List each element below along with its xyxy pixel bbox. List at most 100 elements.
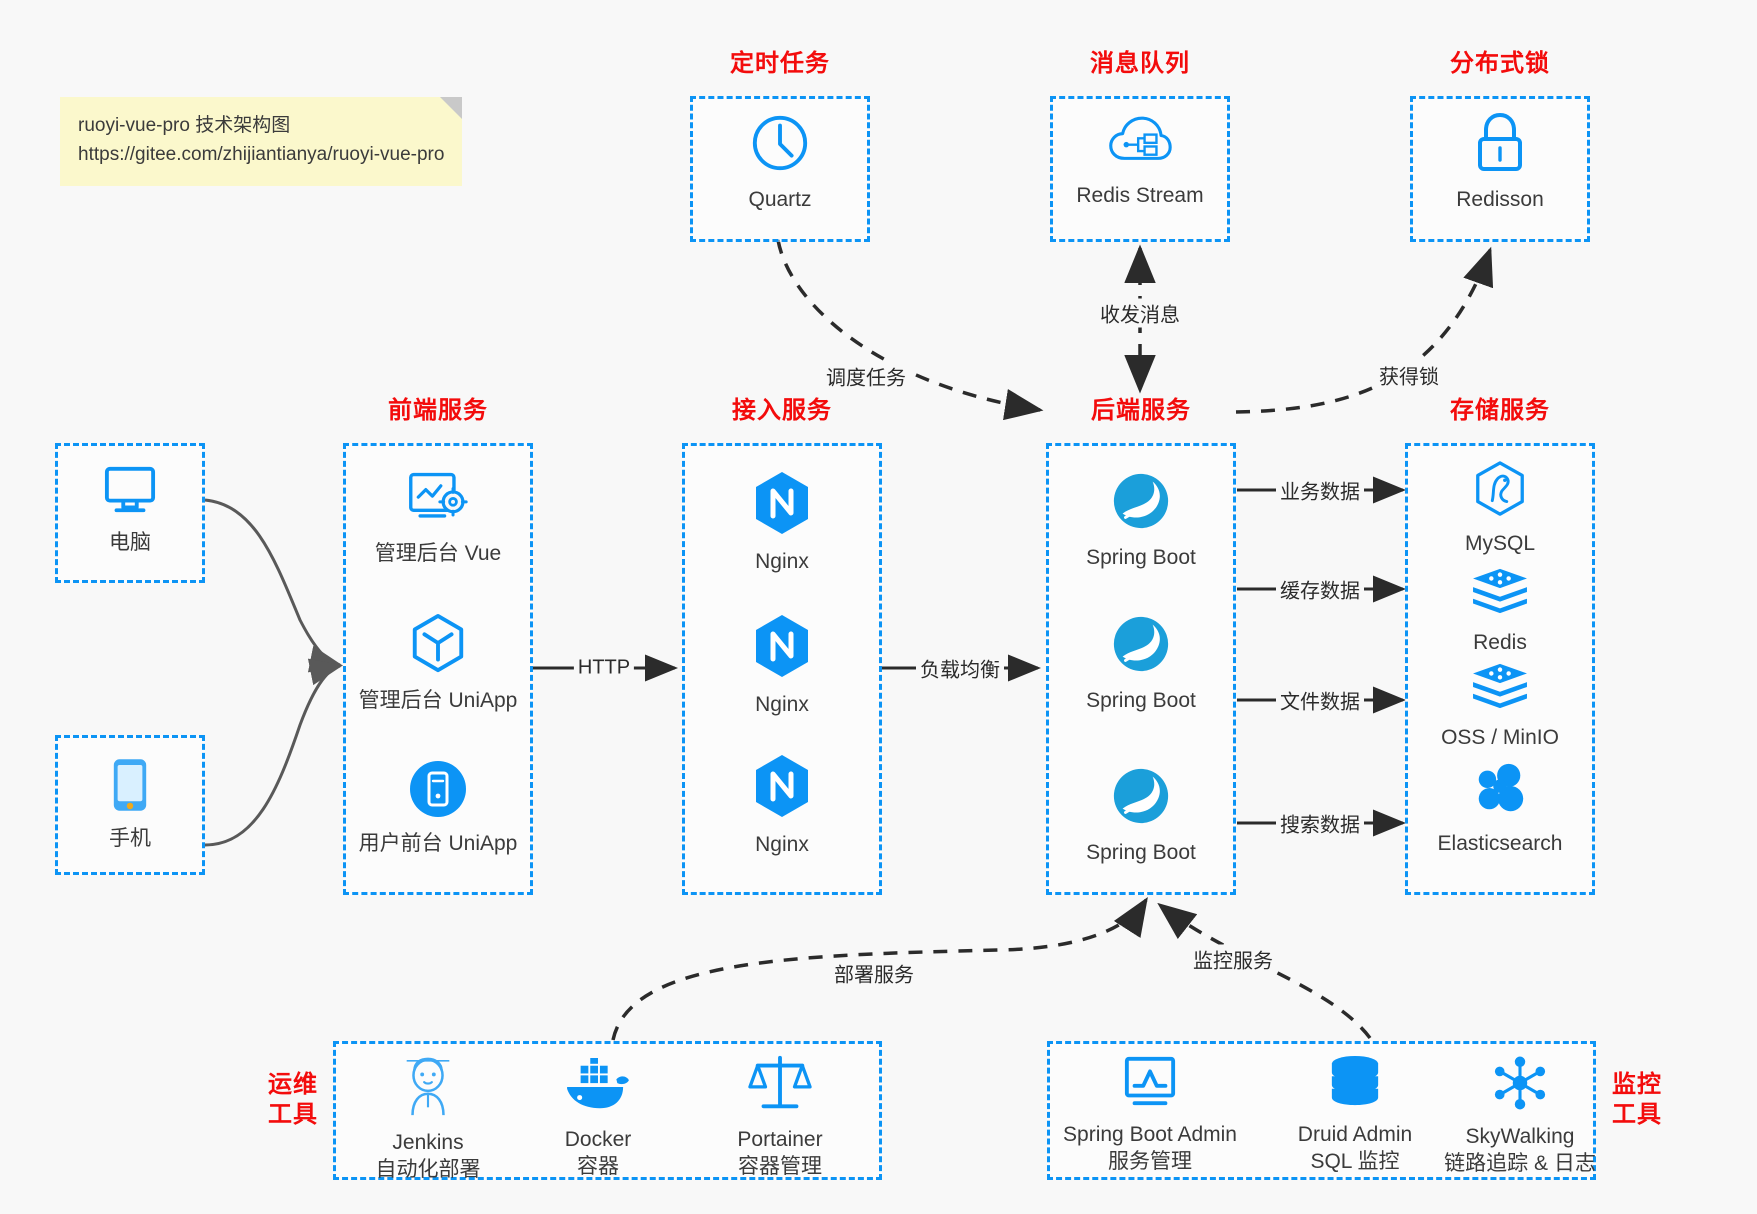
group-mq xyxy=(1050,96,1230,242)
node-springboot-2[interactable]: Spring Boot xyxy=(1046,613,1236,715)
node-label: 电脑 xyxy=(109,531,151,554)
node-elasticsearch[interactable]: Elasticsearch xyxy=(1405,760,1595,858)
group-title-backend: 后端服务 xyxy=(1091,397,1191,424)
node-sublabel: 服务管理 xyxy=(1108,1149,1192,1173)
node-label: Spring Boot xyxy=(1086,841,1196,864)
node-label: OSS / MinIO xyxy=(1441,726,1559,749)
node-redis-stream[interactable]: Redis Stream xyxy=(1050,112,1230,210)
edge-label-deploy-service: 部署服务 xyxy=(830,958,918,988)
node-label: 用户前台 UniApp xyxy=(358,832,518,855)
group-title-devops: 运维 工具 xyxy=(258,1070,328,1130)
node-label: Docker xyxy=(564,1128,632,1151)
node-quartz[interactable]: Quartz xyxy=(690,112,870,214)
node-springboot-3[interactable]: Spring Boot xyxy=(1046,765,1236,867)
node-mysql[interactable]: MySQL xyxy=(1405,460,1595,558)
node-label: Elasticsearch xyxy=(1437,832,1563,855)
nginx-icon xyxy=(752,470,812,541)
node-nginx-3[interactable]: Nginx xyxy=(682,753,882,859)
node-skywalking[interactable]: SkyWalking 链路追踪 & 日志 xyxy=(1425,1055,1615,1178)
node-druid-admin[interactable]: Druid Admin SQL 监控 xyxy=(1265,1055,1445,1176)
edge-label-file-data: 文件数据 xyxy=(1276,685,1364,715)
node-label: Nginx xyxy=(755,550,809,573)
note-folded-corner xyxy=(440,97,463,119)
edge-acquire-lock xyxy=(1235,246,1494,414)
node-sublabel: 容器管理 xyxy=(738,1154,822,1178)
dashboard-gear-icon xyxy=(407,470,469,533)
node-portainer[interactable]: Portainer 容器管理 xyxy=(695,1052,865,1181)
edge-label-acquire-lock: 获得锁 xyxy=(1375,360,1443,390)
node-jenkins[interactable]: Jenkins 自动化部署 xyxy=(343,1055,513,1184)
docker-icon xyxy=(563,1057,633,1119)
node-mobile[interactable]: 手机 xyxy=(55,757,205,853)
node-admin-vue[interactable]: 管理后台 Vue xyxy=(343,470,533,568)
node-label: Redisson xyxy=(1456,188,1544,211)
group-title-frontend: 前端服务 xyxy=(388,397,488,424)
node-spring-boot-admin[interactable]: Spring Boot Admin 服务管理 xyxy=(1050,1055,1250,1176)
portainer-scale-icon xyxy=(748,1052,812,1119)
node-nginx-1[interactable]: Nginx xyxy=(682,470,882,576)
group-title-scheduler: 定时任务 xyxy=(730,50,830,77)
edge-label-send-receive-msg: 收发消息 xyxy=(1096,298,1184,328)
node-docker[interactable]: Docker 容器 xyxy=(513,1057,683,1181)
database-icon xyxy=(1327,1055,1383,1114)
edge-label-load-balance: 负载均衡 xyxy=(916,653,1004,683)
node-label: Spring Boot Admin xyxy=(1063,1123,1237,1146)
node-redis[interactable]: Redis xyxy=(1405,565,1595,657)
group-title-devops-line2: 工具 xyxy=(268,1101,318,1128)
node-springboot-1[interactable]: Spring Boot xyxy=(1046,470,1236,572)
node-label: Quartz xyxy=(748,188,812,211)
group-title-gateway: 接入服务 xyxy=(732,397,832,424)
node-label: Spring Boot xyxy=(1086,546,1196,569)
jenkins-icon xyxy=(397,1055,459,1122)
node-label: Nginx xyxy=(755,833,809,856)
group-title-monitor: 监控 工具 xyxy=(1602,1070,1672,1130)
node-label: Redis xyxy=(1473,631,1527,654)
edge-label-monitor-service: 监控服务 xyxy=(1189,944,1277,974)
uniapp-cube-icon xyxy=(409,613,467,680)
node-redisson[interactable]: Redisson xyxy=(1410,112,1590,214)
redis-icon xyxy=(1470,565,1530,622)
node-sublabel: 链路追踪 & 日志 xyxy=(1444,1151,1596,1175)
node-label: Redis Stream xyxy=(1076,184,1204,207)
group-title-lock: 分布式锁 xyxy=(1450,50,1550,77)
edge-label-cache-data: 缓存数据 xyxy=(1276,574,1364,604)
edge-label-schedule-task: 调度任务 xyxy=(822,361,910,391)
desktop-monitor-icon xyxy=(101,465,159,522)
node-label: Jenkins xyxy=(392,1131,464,1154)
node-label: Spring Boot xyxy=(1086,689,1196,712)
group-title-mq: 消息队列 xyxy=(1090,50,1190,77)
node-label: 管理后台 UniApp xyxy=(358,689,518,712)
node-label: 手机 xyxy=(109,827,151,850)
mysql-icon xyxy=(1472,460,1528,523)
spring-boot-icon xyxy=(1110,470,1172,537)
node-user-uniapp[interactable]: 用户前台 UniApp xyxy=(343,760,533,858)
node-nginx-2[interactable]: Nginx xyxy=(682,613,882,719)
note-line-1: ruoyi-vue-pro 技术架构图 xyxy=(78,115,291,136)
node-label: MySQL xyxy=(1464,532,1535,555)
node-admin-uniapp[interactable]: 管理后台 UniApp xyxy=(343,613,533,715)
edge-pc-to-frontend xyxy=(204,498,343,673)
node-sublabel: 容器 xyxy=(577,1154,619,1178)
nginx-icon xyxy=(752,613,812,684)
edge-label-business-data: 业务数据 xyxy=(1276,475,1364,505)
group-client-pc xyxy=(55,443,205,583)
node-label: 管理后台 Vue xyxy=(374,542,502,565)
smartphone-icon xyxy=(110,757,150,818)
group-title-storage: 存储服务 xyxy=(1450,397,1550,424)
clock-icon xyxy=(749,112,811,179)
oss-icon xyxy=(1470,660,1530,717)
node-sublabel: SQL 监控 xyxy=(1310,1149,1400,1173)
title-note: ruoyi-vue-pro 技术架构图 https://gitee.com/zh… xyxy=(60,97,463,186)
node-label: Druid Admin xyxy=(1297,1123,1413,1146)
group-monitor xyxy=(1047,1041,1596,1180)
nginx-icon xyxy=(752,753,812,824)
node-label: SkyWalking xyxy=(1465,1125,1575,1148)
node-oss[interactable]: OSS / MinIO xyxy=(1405,660,1595,752)
node-sublabel: 自动化部署 xyxy=(375,1157,481,1181)
skywalking-icon xyxy=(1491,1055,1549,1116)
node-pc[interactable]: 电脑 xyxy=(55,465,205,557)
note-line-2: https://gitee.com/zhijiantianya/ruoyi-vu… xyxy=(78,144,445,166)
group-title-monitor-line1: 监控 xyxy=(1612,1071,1662,1098)
group-title-devops-line1: 运维 xyxy=(268,1071,318,1098)
